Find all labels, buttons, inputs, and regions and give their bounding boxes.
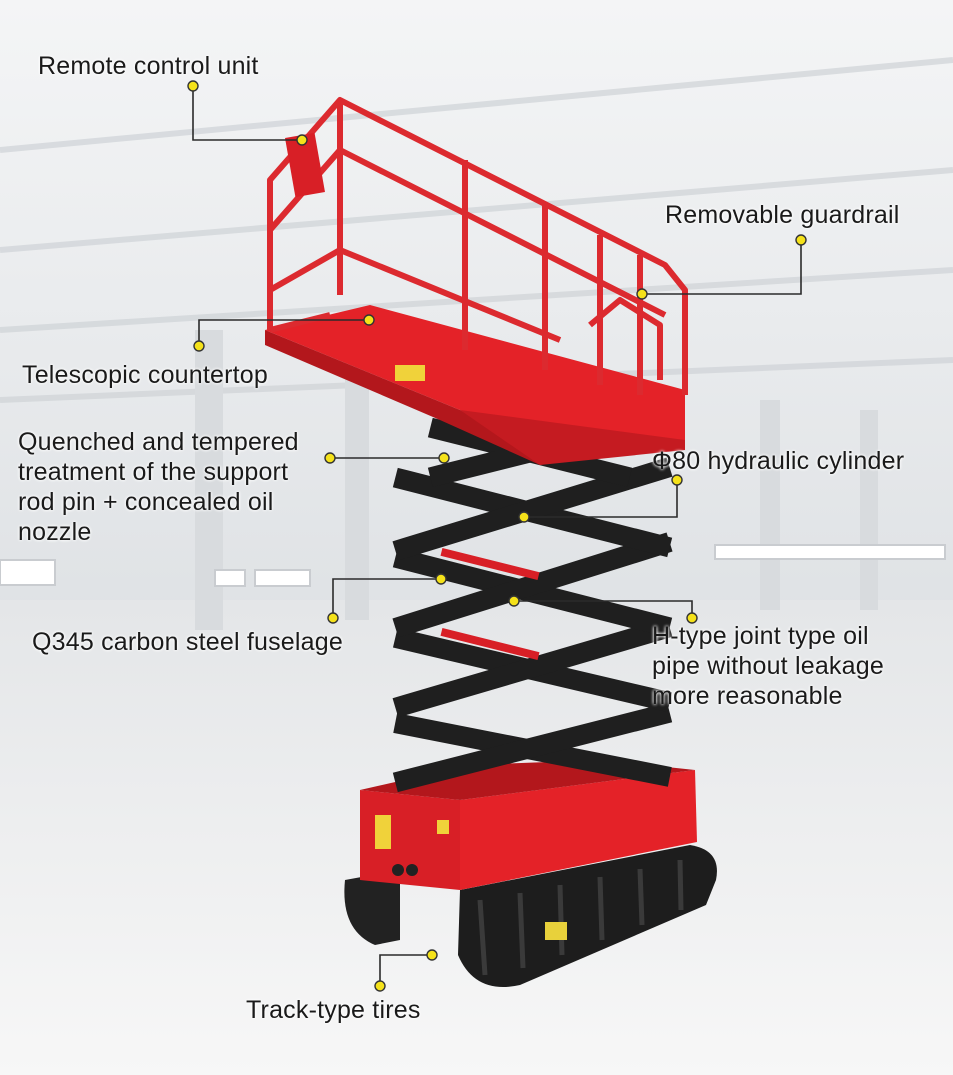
anchor-dot	[508, 595, 520, 607]
label-q345-fuselage: Q345 carbon steel fuselage	[32, 628, 343, 656]
label-removable-guardrail: Removable guardrail	[665, 201, 900, 229]
label-track-type-tires: Track-type tires	[246, 996, 421, 1024]
anchor-dot	[327, 612, 339, 624]
label-telescopic-countertop: Telescopic countertop	[22, 361, 269, 389]
anchor-dot	[686, 612, 698, 624]
anchor-dot	[374, 980, 386, 992]
anchor-dot	[795, 234, 807, 246]
leader-telescopic-countertop	[198, 319, 369, 346]
leader-remote-control-unit	[192, 86, 302, 141]
scissor-lift-illustration	[265, 97, 717, 987]
label-remote-control-unit: Remote control unit	[38, 52, 259, 80]
anchor-dot	[438, 452, 450, 464]
anchor-dot	[296, 134, 308, 146]
anchor-dot	[636, 288, 648, 300]
leader-h-type-joint	[514, 600, 693, 618]
leader-hydraulic-cylinder	[524, 480, 678, 518]
anchor-dot	[518, 511, 530, 523]
leader-q345-fuselage	[332, 578, 441, 618]
anchor-dot	[426, 949, 438, 961]
anchor-dot	[193, 340, 205, 352]
anchor-dot	[363, 314, 375, 326]
label-h-type-joint: H-type joint type oil pipe without leaka…	[652, 622, 884, 710]
anchor-dot	[187, 80, 199, 92]
anchor-dot	[671, 474, 683, 486]
anchor-dot	[435, 573, 447, 585]
leader-track-type-tires	[379, 954, 432, 986]
anchor-dot	[324, 452, 336, 464]
label-quenched-tempered: Quenched and tempered treatment of the s…	[18, 428, 299, 546]
label-hydraulic-cylinder: Φ80 hydraulic cylinder	[652, 447, 905, 475]
leader-removable-guardrail	[642, 240, 802, 295]
